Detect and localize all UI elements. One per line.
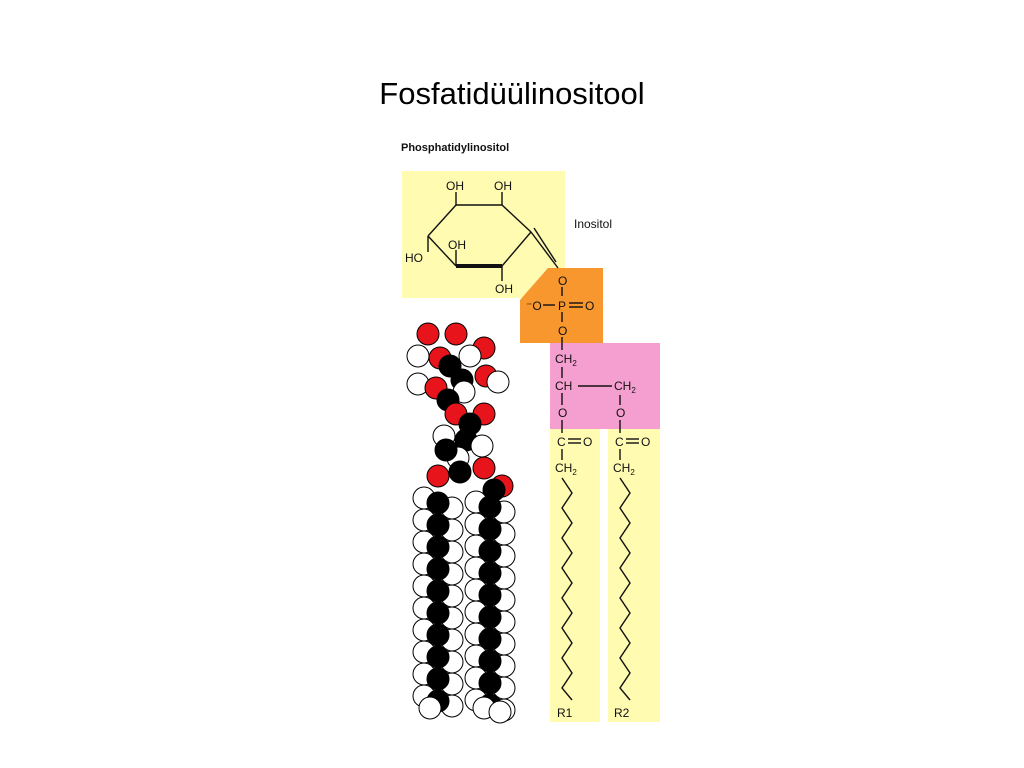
oxygen-atom xyxy=(426,464,450,488)
phosphate-o-bottom: O xyxy=(558,324,567,338)
right-carbonyl-c: C xyxy=(615,435,624,449)
oxygen-atom xyxy=(472,456,496,480)
right-ch2: CH2 xyxy=(613,461,635,477)
chain-panel-right xyxy=(608,429,660,722)
glycerol-o-right: O xyxy=(616,406,625,420)
hydrogen-atom xyxy=(406,344,430,368)
oxygen-atom xyxy=(444,322,468,346)
right-carbonyl-o: O xyxy=(641,435,650,449)
left-carbonyl-c: C xyxy=(557,435,566,449)
space-filling-model xyxy=(406,322,516,724)
inositol-ring xyxy=(427,192,559,281)
phosphate-o-top: O xyxy=(558,274,567,288)
left-zigzag-chain xyxy=(561,477,573,701)
inositol-label: Inositol xyxy=(574,217,612,231)
left-carbonyl-o: O xyxy=(583,435,592,449)
carbon-atom xyxy=(448,460,472,484)
phosphate-panel xyxy=(520,268,603,343)
slide-title: Fosfatidüülinositool xyxy=(379,76,645,111)
ring-oh-mid: OH xyxy=(448,238,466,252)
hydrogen-atom xyxy=(458,344,482,368)
hydrogen-atom xyxy=(488,700,512,724)
phosphate-o-double: O xyxy=(585,299,594,313)
phosphate-p: P xyxy=(558,299,566,313)
glycerol-o-left: O xyxy=(558,406,567,420)
hydrogen-atom xyxy=(418,696,442,720)
left-chain-end-r1: R1 xyxy=(557,706,573,720)
right-chain-end-r2: R2 xyxy=(614,706,630,720)
glycerol-ch2-top: CH2 xyxy=(555,352,577,368)
ring-oh-top-right: OH xyxy=(494,179,512,193)
ring-oh-top-left: OH xyxy=(446,179,464,193)
figure-caption: Phosphatidylinositol xyxy=(401,142,509,154)
hydrogen-atom xyxy=(470,434,494,458)
right-zigzag-chain xyxy=(619,477,631,701)
ring-ho-left: HO xyxy=(405,251,423,265)
oxygen-atom xyxy=(416,322,440,346)
left-ch2: CH2 xyxy=(555,461,577,477)
ring-oh-bottom: OH xyxy=(495,282,513,296)
hydrogen-atom xyxy=(486,370,510,394)
glycerol-ch2-side: CH2 xyxy=(614,379,636,395)
carbon-atom xyxy=(434,438,458,462)
chain-panel-left xyxy=(550,429,600,722)
glycerol-ch: CH xyxy=(555,379,572,393)
phosphate-o-minus: ⁻O xyxy=(526,299,542,313)
